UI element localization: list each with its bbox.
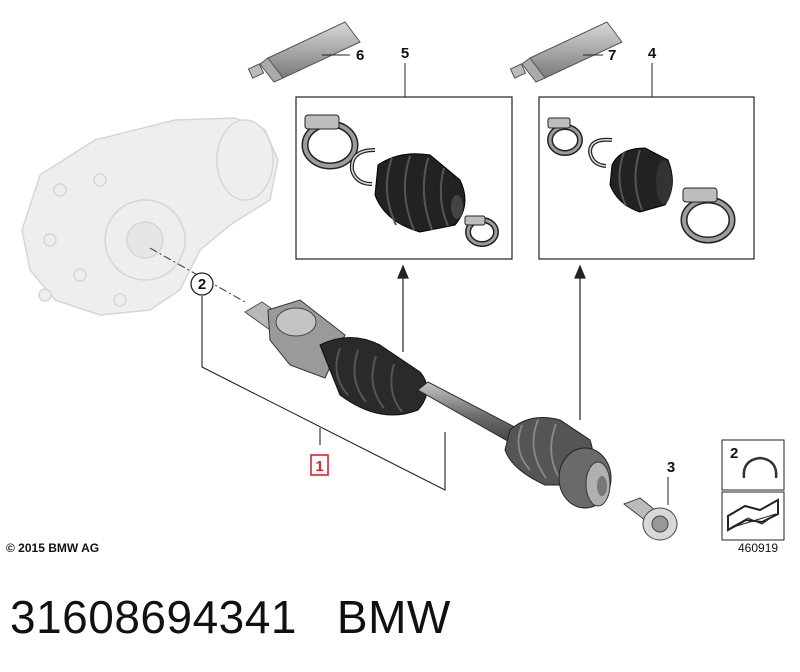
legend-box-circlip: 2 (721, 439, 785, 491)
callout-6[interactable]: 6 (356, 47, 364, 64)
grease-tube-7[interactable] (509, 21, 623, 83)
callout-2[interactable]: 2 (190, 272, 214, 296)
svg-text:2: 2 (198, 276, 206, 293)
svg-text:1: 1 (315, 458, 323, 475)
boot-clamp-small (464, 215, 499, 247)
differential-ghost (21, 117, 279, 316)
part-1-bracket (201, 296, 446, 491)
callout-3[interactable]: 3 (667, 459, 675, 476)
inner-boot-kit-box[interactable] (295, 96, 513, 260)
footer: 31608694341 BMW (10, 590, 451, 644)
grease-tube-6[interactable] (247, 21, 361, 83)
boot-clamp-large (301, 114, 359, 170)
image-number: 460919 (738, 541, 779, 555)
callout-5[interactable]: 5 (401, 45, 409, 62)
brand: BMW (336, 591, 451, 643)
legend-box-replace-icon (721, 491, 785, 541)
drive-shaft[interactable] (244, 299, 612, 509)
callout-7[interactable]: 7 (608, 47, 616, 64)
outer-boot-clamp-large (680, 187, 736, 244)
outer-boot-clamp-small (547, 117, 583, 156)
kit-arrows (397, 264, 586, 420)
outer-boot (609, 147, 673, 213)
callout-4[interactable]: 4 (648, 45, 657, 62)
svg-text:2: 2 (730, 445, 738, 462)
axle-bolt[interactable] (622, 497, 678, 541)
part-number: 31608694341 (10, 591, 297, 643)
copyright: © 2015 BMW AG (6, 541, 100, 555)
callout-1[interactable]: 1 (310, 454, 329, 476)
inner-boot (374, 153, 466, 233)
outer-boot-kit-box[interactable] (538, 96, 755, 260)
